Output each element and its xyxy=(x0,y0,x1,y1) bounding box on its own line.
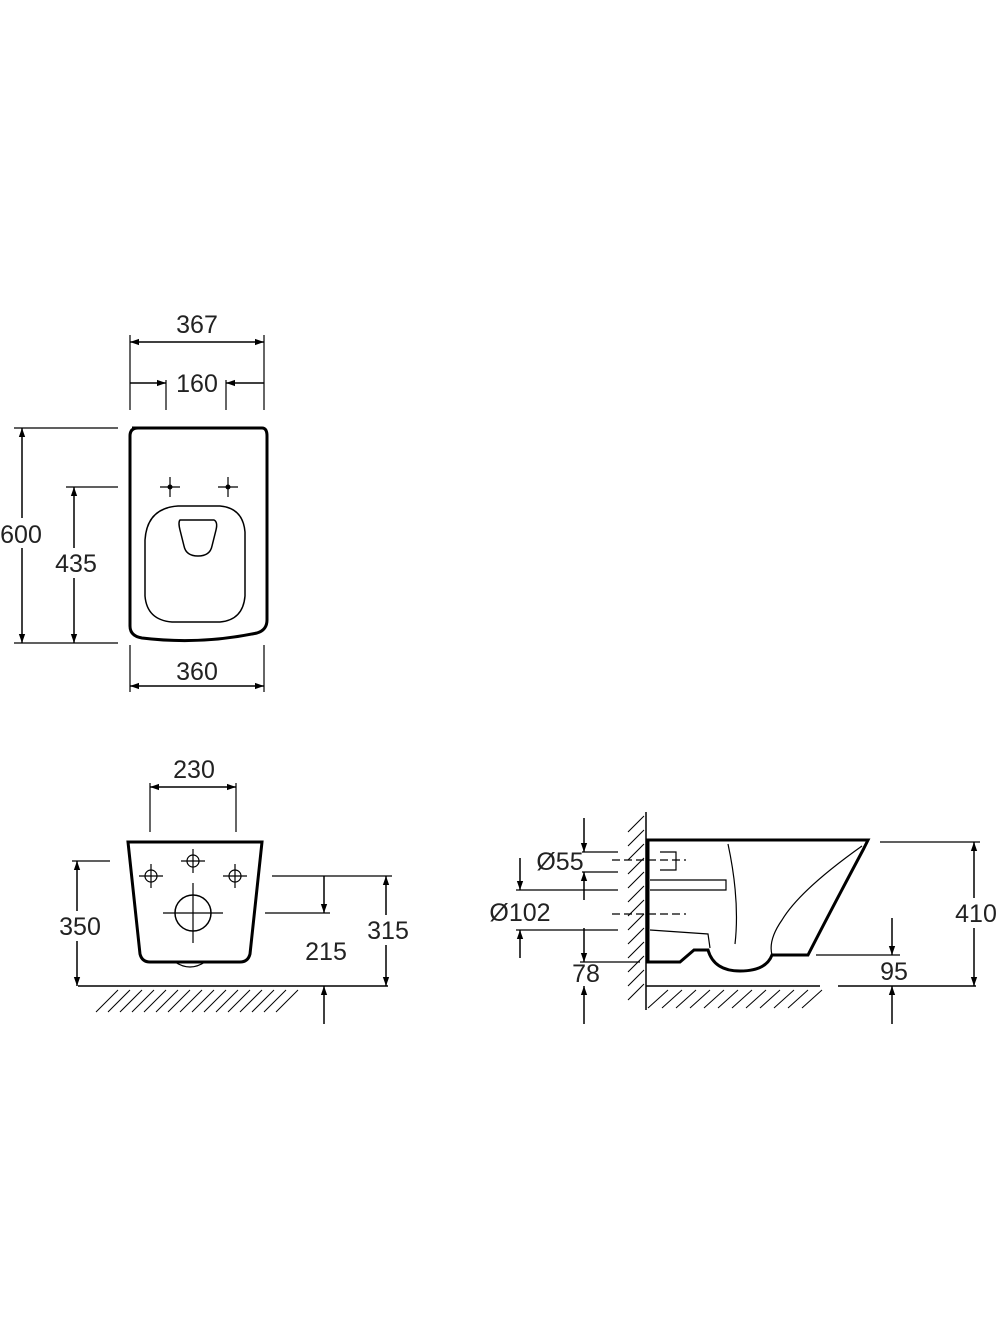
fixing-hole-left xyxy=(160,477,180,497)
dim-fixing-height: 350 xyxy=(59,913,101,941)
dim-outlet-diameter: Ø102 xyxy=(489,899,550,927)
bowl-front-outline xyxy=(126,840,264,964)
side-view: Ø55 Ø102 78 410 95 xyxy=(489,812,1000,1024)
dim-front-width: 360 xyxy=(176,658,218,686)
floor-hatch-side xyxy=(647,989,823,1009)
dim-overall-height: 410 xyxy=(955,900,997,928)
dim-inlet-diameter: Ø55 xyxy=(536,848,583,876)
front-fixing-left xyxy=(139,864,163,888)
bowl-top-outline xyxy=(128,426,269,643)
dim-front-clearance: 95 xyxy=(880,958,908,986)
dim-fixing-spacing-top: 160 xyxy=(176,370,218,398)
seat-outline xyxy=(144,505,246,623)
dim-outlet-height: 215 xyxy=(305,938,347,966)
front-view: 230 xyxy=(55,756,412,1024)
seat-notch xyxy=(178,519,218,557)
bowl-side-outline xyxy=(646,838,871,973)
dim-overall-length: 600 xyxy=(0,521,42,549)
floor-hatch-front xyxy=(95,989,299,1013)
dim-bottom-clearance: 78 xyxy=(572,960,600,988)
wall-hatch xyxy=(627,815,645,1001)
dim-overall-width: 367 xyxy=(176,311,218,339)
front-fixing-right xyxy=(223,864,247,888)
front-fixing-center xyxy=(181,849,205,873)
fixing-hole-right xyxy=(218,477,238,497)
dim-fixing-to-front: 435 xyxy=(55,550,97,578)
dim-fixing-spacing-front: 230 xyxy=(173,756,215,784)
top-view: 367 160 600 435 xyxy=(0,311,269,692)
dim-top-rim-height: 315 xyxy=(367,917,409,945)
outlet-hole xyxy=(163,883,223,943)
